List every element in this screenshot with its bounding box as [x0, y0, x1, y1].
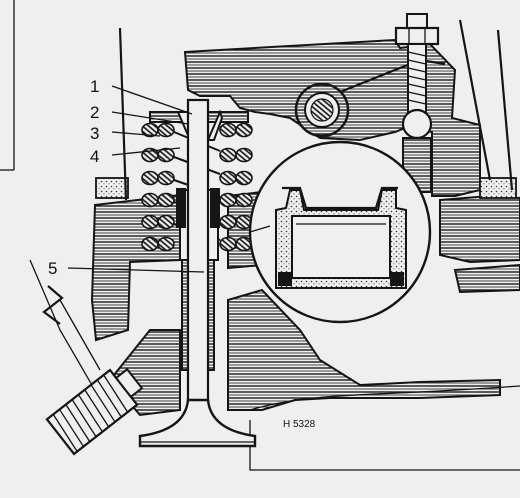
callout-labels: 1 2 3 4 5: [48, 77, 99, 278]
callout-2: 2: [90, 103, 99, 122]
spring-coil-section: [219, 236, 237, 252]
valve-stem: [186, 98, 210, 432]
spring-coil-section: [219, 170, 237, 186]
head-outline: [29, 19, 520, 471]
spring-coil-section: [157, 122, 175, 138]
spring-coil-section: [157, 236, 175, 252]
magnified-seal-detail: [248, 140, 432, 324]
rocker-shaft: [294, 58, 446, 138]
reference-code: H 5328: [283, 419, 316, 430]
valve-head: [138, 398, 257, 448]
spring-coil-section: [157, 192, 175, 208]
callout-4: 4: [90, 147, 99, 166]
spring-coil-section: [141, 192, 159, 208]
spring-coil-section: [235, 192, 253, 208]
left-frame-fragment: [0, 0, 15, 171]
spring-coil-section: [235, 170, 253, 186]
callout-3: 3: [90, 124, 99, 143]
spring-coil-section: [157, 147, 175, 163]
spring-coil-section: [141, 236, 159, 252]
adjuster-screw: [394, 13, 440, 193]
spring-coil-section: [235, 147, 253, 163]
callout-5: 5: [48, 259, 57, 278]
spring-coil-section: [219, 147, 237, 163]
spring-coil-section: [141, 170, 159, 186]
spring-coil-section: [235, 122, 253, 138]
break-mark: [42, 285, 64, 325]
spring-coil-section: [157, 214, 175, 230]
callout-1: 1: [90, 77, 99, 96]
spring-coil-section: [157, 170, 175, 186]
spark-plug: [45, 367, 144, 456]
spring-coil-section: [219, 192, 237, 208]
callout-leaders: [67, 85, 205, 273]
spring-coil-section: [219, 122, 237, 138]
spring-coil-section: [141, 214, 159, 230]
spring-coil-section: [219, 214, 237, 230]
